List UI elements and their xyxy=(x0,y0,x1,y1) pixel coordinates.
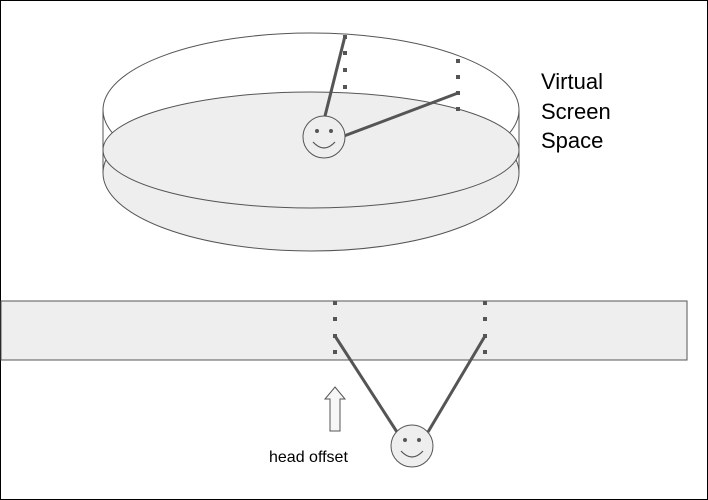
top-sightline-left xyxy=(322,35,347,121)
label-line-2: Screen xyxy=(541,99,611,124)
head-offset-label: head offset xyxy=(269,449,348,466)
label-line-3: Space xyxy=(541,128,603,153)
bottom-screen-edge-markers xyxy=(333,301,487,354)
virtual-screen-cylinder xyxy=(102,32,520,252)
smiley-face-icon xyxy=(302,115,346,159)
bottom-sightline-left xyxy=(333,335,399,433)
top-sightline-right xyxy=(343,91,459,138)
up-arrow-icon xyxy=(323,386,347,432)
bottom-sightline-right xyxy=(426,335,487,433)
label-line-1: Virtual xyxy=(541,69,603,94)
smiley-face-icon xyxy=(390,424,434,468)
virtual-screen-space-label: Virtual Screen Space xyxy=(541,69,617,153)
top-screen-edge-markers xyxy=(343,35,460,111)
